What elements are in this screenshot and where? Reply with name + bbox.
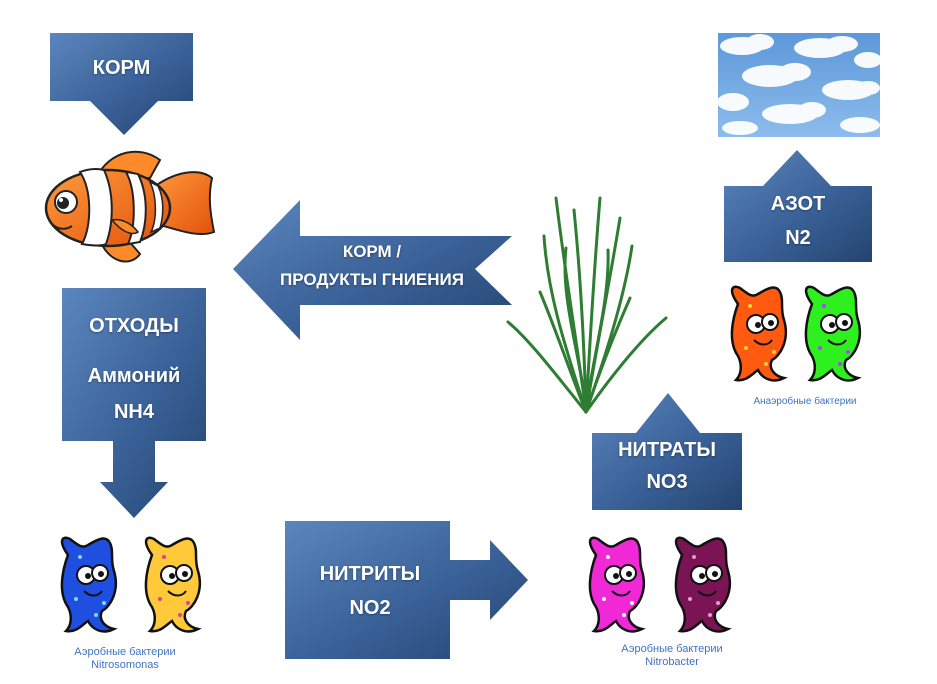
bacteria-icon [730, 285, 788, 382]
waste-arrow [62, 288, 206, 518]
bacteria-icon [804, 285, 862, 382]
ammonium-label: Аммоний [87, 365, 181, 387]
nitrobacter-caption-line2: Nitrobacter [645, 656, 699, 668]
nitrogen-arrow [724, 150, 872, 262]
sky-clouds-icon [717, 33, 882, 137]
bacteria-icon [60, 536, 118, 633]
clownfish-icon [44, 150, 216, 263]
no3-label: NO3 [646, 471, 688, 493]
nitrites-arrow [285, 521, 528, 659]
nitrosomonas-caption-line2: Nitrosomonas [91, 659, 159, 671]
bacteria-icon [144, 536, 202, 633]
anaerobic-caption: Анаэробные бактерии [753, 396, 857, 407]
nitrates-label: НИТРАТЫ [618, 439, 716, 461]
no2-label: NO2 [349, 597, 391, 619]
waste-label: ОТХОДЫ [89, 315, 179, 337]
bacteria-icon [674, 536, 732, 633]
feed-arrow [50, 33, 193, 135]
feed-label: КОРМ [92, 57, 151, 79]
feed-decay-arrow [233, 200, 512, 340]
nitrosomonas-caption-line1: Аэробные бактерии [74, 646, 176, 658]
nh4-label: NH4 [113, 401, 154, 423]
bacteria-icon [588, 536, 646, 633]
nitrogen-label: АЗОТ [770, 193, 826, 215]
aquatic-plant-icon [506, 196, 668, 414]
nitrates-arrow [592, 393, 742, 510]
feed-decay-label-line1: КОРМ / [342, 242, 402, 261]
n2-label: N2 [785, 227, 811, 249]
nitrites-label: НИТРИТЫ [319, 563, 421, 585]
feed-decay-label-line2: ПРОДУКТЫ ГНИЕНИЯ [280, 270, 464, 289]
nitrobacter-caption-line1: Аэробные бактерии [621, 643, 723, 655]
